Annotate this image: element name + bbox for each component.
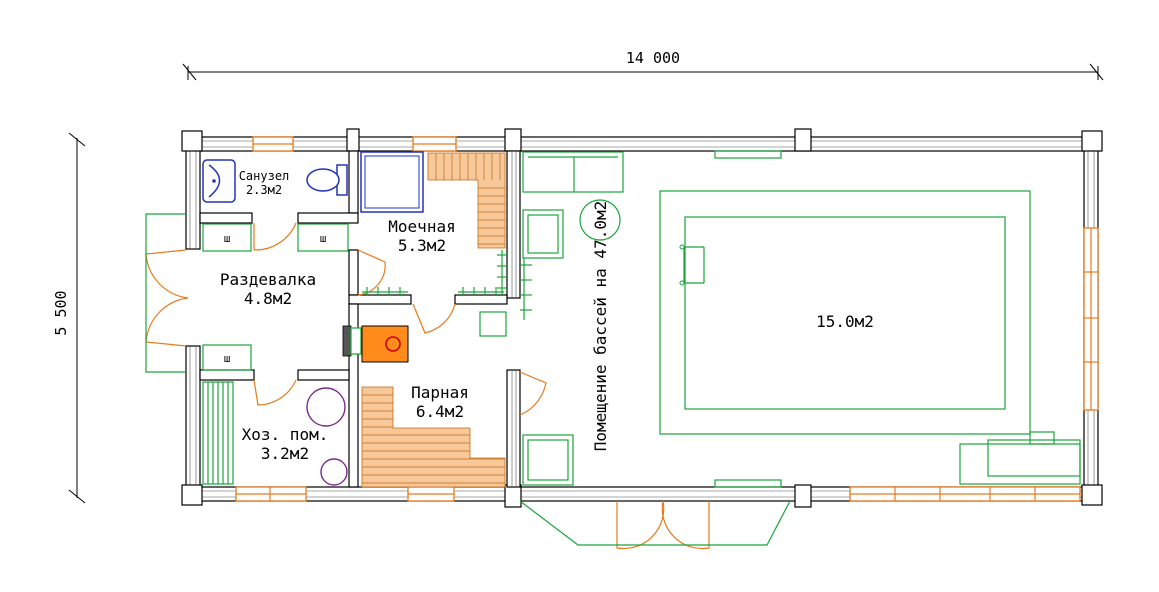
steam-name: Парная: [411, 383, 469, 402]
svg-text:ш: ш: [224, 232, 231, 245]
washroom-name: Моечная: [388, 217, 455, 236]
height-dimension: 5 500: [52, 132, 86, 504]
pool: 15.0м2: [659, 190, 1031, 435]
cabinet: [202, 223, 252, 252]
wall-rails: [362, 250, 532, 337]
steam-bench: [361, 386, 506, 488]
width-dimension: 14 000: [182, 49, 1104, 81]
svg-text:ш: ш: [320, 232, 327, 245]
storage-name: Хоз. пом.: [242, 425, 329, 444]
armchair: [522, 434, 574, 486]
svg-text:ш: ш: [224, 352, 231, 365]
changing-area: 4.8м2: [244, 289, 292, 308]
windows: [235, 136, 1099, 502]
shower-tray-icon: [360, 151, 424, 213]
bathroom-area: 2.3м2: [246, 183, 282, 197]
pool-deck: [659, 190, 1031, 435]
toilet-icon: [306, 164, 348, 196]
pool-room-furniture: [522, 150, 1081, 488]
width-dimension-label: 14 000: [626, 49, 680, 67]
pool-basin: [684, 216, 1006, 410]
washroom-area: 5.3м2: [398, 236, 446, 255]
round-table: [579, 199, 621, 241]
radiator: [714, 150, 782, 159]
bathroom-name: Санузел: [239, 169, 290, 183]
cabinets: ш ш ш: [202, 223, 349, 371]
washroom-bench: [427, 152, 506, 249]
changing-name: Раздевалка: [220, 270, 316, 289]
cabinet: [297, 223, 349, 252]
radiator: [714, 479, 782, 488]
sink-icon: [202, 159, 236, 203]
pool-room-label: Помещение бассей на 47.0м2: [591, 201, 610, 451]
sofa: [522, 151, 624, 193]
interior-walls: [199, 150, 521, 488]
entrance-porch: [145, 213, 791, 546]
height-dimension-label: 5 500: [52, 290, 70, 335]
armchair: [522, 209, 564, 259]
cabinet: [202, 344, 252, 371]
steam-area: 6.4м2: [416, 402, 464, 421]
pool-area-label: 15.0м2: [816, 312, 874, 331]
storage-items: [202, 381, 348, 486]
lounger: [959, 443, 1081, 485]
storage-area: 3.2м2: [261, 444, 309, 463]
room-labels: Санузел 2.3м2 Моечная 5.3м2 Раздевалка 4…: [220, 169, 610, 463]
stove-icon: [342, 325, 409, 363]
pool-ladder-icon: [679, 244, 705, 286]
